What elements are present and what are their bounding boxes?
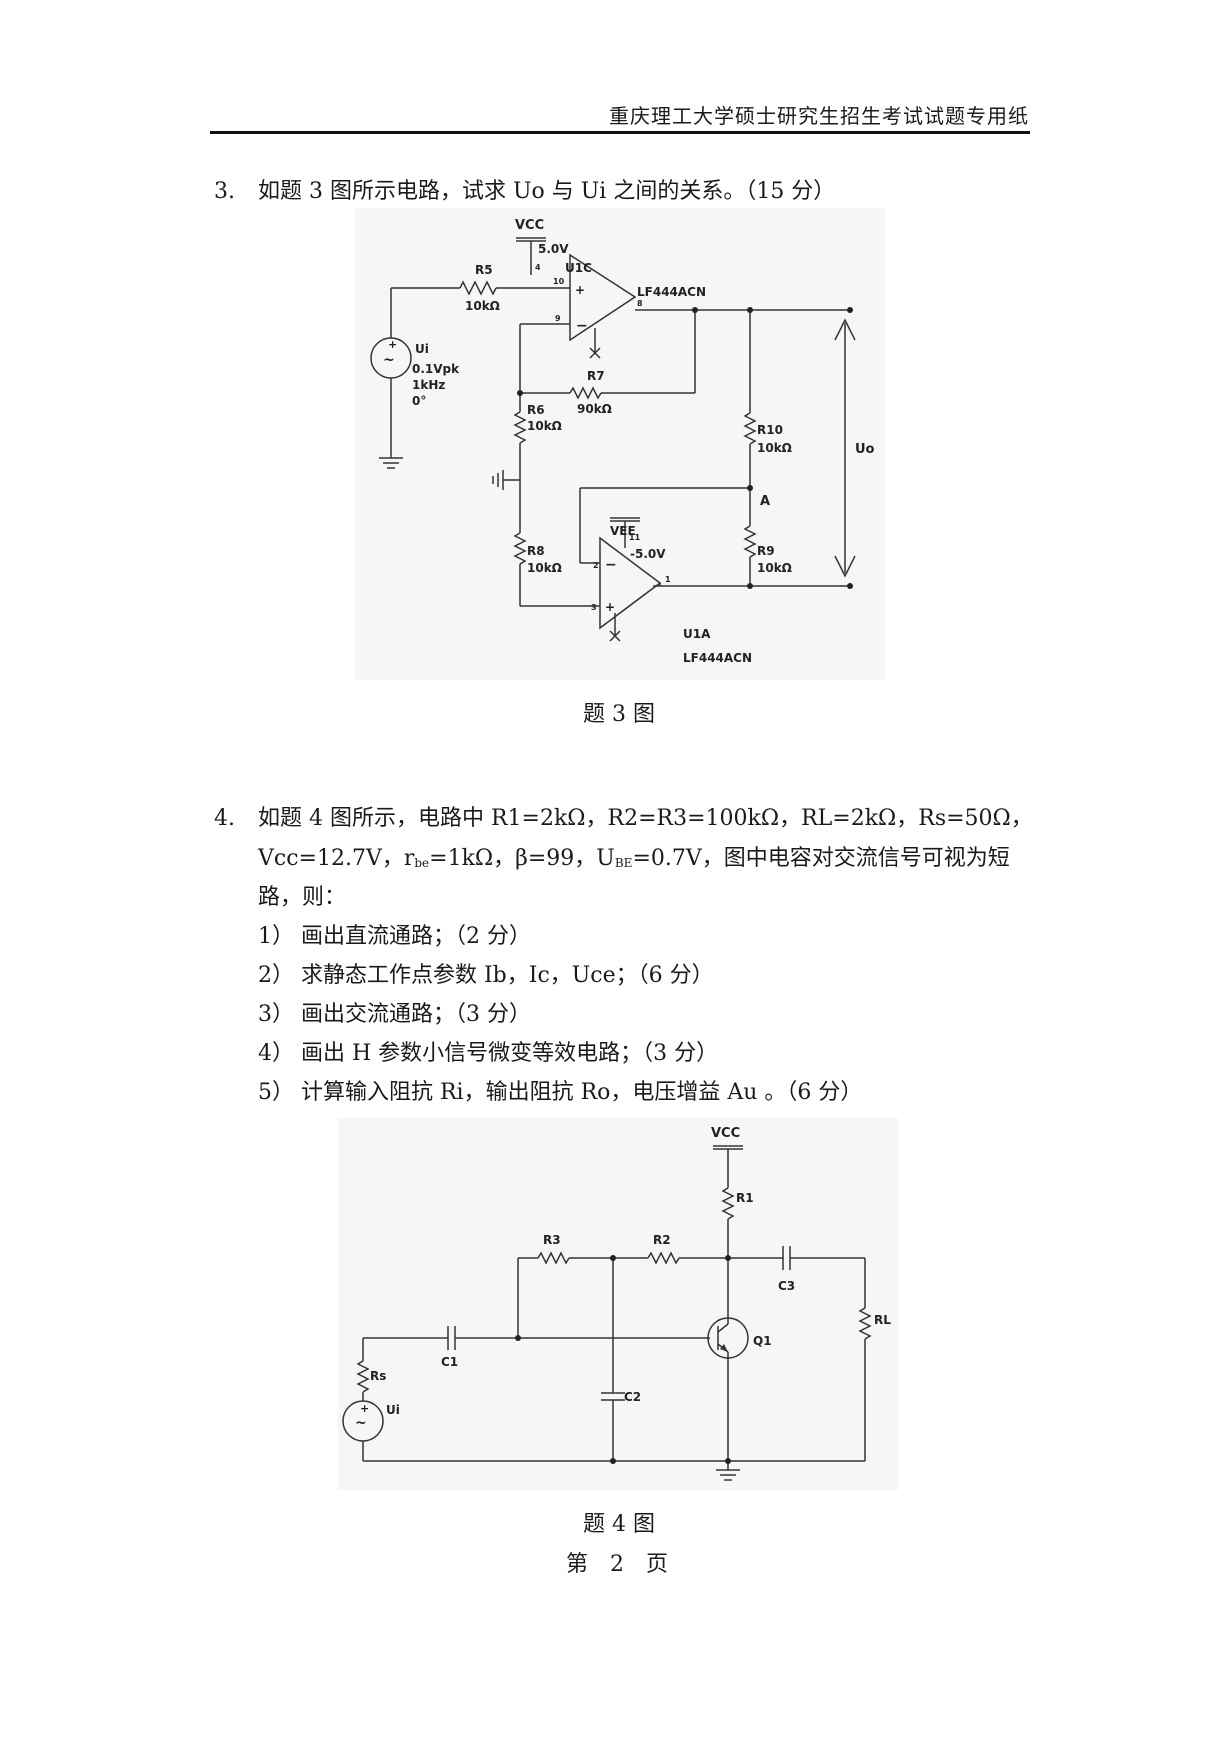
- q3-label-r6: R6: [527, 403, 545, 417]
- q3-label-uo: Uo: [855, 442, 875, 457]
- q3-label-u1a: U1A: [683, 627, 711, 641]
- q4-label-c2: C2: [624, 1390, 641, 1404]
- q3-u1a-minus-sign: −: [605, 557, 617, 573]
- q3-pin-4: 4: [535, 263, 541, 272]
- q3-label-vee: VEE: [610, 524, 636, 538]
- q3-pin-10: 10: [553, 277, 565, 286]
- q3-label-u1c: U1C: [565, 261, 592, 275]
- q3-label-r5: R5: [475, 263, 493, 277]
- q3-label-ui-amp: 0.1Vpk: [412, 362, 460, 376]
- q3-pin-1: 1: [665, 575, 671, 584]
- q3-label-node-a: A: [760, 494, 770, 509]
- q4-item-3: 3） 画出交流通路；（3 分）: [258, 1002, 531, 1027]
- q4-line-2-c: =0.7V，图中电容对交流信号可视为短: [632, 846, 1010, 871]
- q4-item-2: 2） 求静态工作点参数 Ib，Ic，Uce；（6 分）: [258, 963, 714, 988]
- q4-line-1: 如题 4 图所示，电路中 R1=2kΩ，R2=R3=100kΩ，RL=2kΩ，R…: [258, 806, 1033, 831]
- q3-label-r10-value: 10kΩ: [757, 441, 792, 455]
- q4-circuit-diagram: + ~ VCC R1 R3 R2 C3 RL C1 Q1 Rs Ui C2: [342, 1126, 891, 1481]
- q3-circuit-diagram: + ~ + − − + 10 9 8 4 11 2 3 1 VCC 5.0V U…: [370, 218, 875, 665]
- q3-label-r10: R10: [757, 423, 783, 437]
- q3-ui-plus: +: [388, 338, 397, 351]
- q3-label-vcc: VCC: [515, 218, 544, 233]
- q4-label-ui: Ui: [386, 1403, 400, 1417]
- q3-u1c-minus-sign: −: [576, 318, 588, 334]
- q3-label-vee-value: -5.0V: [630, 547, 666, 561]
- q4-item-5: 5） 计算输入阻抗 Ri，输出阻抗 Ro，电压增益 Au 。（6 分）: [258, 1080, 863, 1105]
- q3-pin-3: 3: [591, 603, 597, 612]
- q4-item-1: 1） 画出直流通路；（2 分）: [258, 924, 531, 949]
- q4-number: 4.: [214, 806, 235, 831]
- q3-label-ui-phase: 0°: [412, 394, 426, 408]
- q4-line-2-b: =1kΩ，β=99，U: [429, 846, 615, 871]
- q3-label-r9-value: 10kΩ: [757, 561, 792, 575]
- q4-label-c1: C1: [441, 1355, 458, 1369]
- q4-label-r3: R3: [543, 1233, 561, 1247]
- q3-label-vcc-value: 5.0V: [538, 242, 569, 256]
- page-number: 第 2 页: [566, 1552, 668, 1577]
- q4-caption: 题 4 图: [583, 1512, 655, 1537]
- q3-label-ui: Ui: [415, 342, 429, 356]
- q3-number: 3.: [214, 179, 235, 204]
- q4-label-r1: R1: [736, 1191, 754, 1205]
- q4-circuit-figure: + ~ VCC R1 R3 R2 C3 RL C1 Q1 Rs Ui C2: [338, 1118, 898, 1490]
- q4-ui-tilde: ~: [355, 1415, 367, 1431]
- q3-label-r5-value: 10kΩ: [465, 299, 500, 313]
- q4-line-2-sub-be: be: [414, 856, 430, 870]
- q3-u1a-plus-sign: +: [605, 600, 615, 614]
- q3-label-u1a-model: LF444ACN: [683, 651, 752, 665]
- q3-circuit-figure: + ~ + − − + 10 9 8 4 11 2 3 1 VCC 5.0V U…: [355, 208, 885, 680]
- q4-line-2: Vcc=12.7V，rbe=1kΩ，β=99，UBE=0.7V，图中电容对交流信…: [258, 844, 1010, 878]
- q4-item-4: 4） 画出 H 参数小信号微变等效电路；（3 分）: [258, 1041, 719, 1066]
- q3-pin-2: 2: [593, 561, 599, 570]
- q4-label-r2: R2: [653, 1233, 671, 1247]
- q3-label-r7-value: 90kΩ: [577, 402, 612, 416]
- q3-label-r8: R8: [527, 544, 545, 558]
- q3-ui-tilde: ~: [383, 352, 395, 368]
- q4-line-2-sub-BE: BE: [614, 856, 633, 870]
- q4-label-rs: Rs: [370, 1369, 386, 1383]
- q3-pin-11: 11: [629, 533, 641, 542]
- q4-ui-plus: +: [360, 1402, 369, 1415]
- header-rule: [210, 131, 1030, 134]
- q3-pin-9: 9: [555, 314, 561, 323]
- q3-label-r7: R7: [587, 369, 605, 383]
- q4-label-q1: Q1: [753, 1334, 772, 1348]
- header-title: 重庆理工大学硕士研究生招生考试试题专用纸: [609, 104, 1029, 128]
- q4-label-rl: RL: [874, 1313, 891, 1327]
- q4-label-vcc: VCC: [711, 1126, 740, 1141]
- q3-label-r6-value: 10kΩ: [527, 419, 562, 433]
- q3-u1c-plus-sign: +: [575, 283, 585, 297]
- q3-pin-8: 8: [637, 299, 643, 308]
- q3-text: 如题 3 图所示电路，试求 Uo 与 Ui 之间的关系。（15 分）: [258, 179, 836, 204]
- q3-caption: 题 3 图: [583, 702, 655, 727]
- q4-line-3: 路，则：: [258, 885, 347, 910]
- q3-label-u1c-model: LF444ACN: [637, 285, 706, 299]
- q4-label-c3: C3: [778, 1279, 795, 1293]
- q3-label-r8-value: 10kΩ: [527, 561, 562, 575]
- q3-label-r9: R9: [757, 544, 775, 558]
- q4-line-2-a: Vcc=12.7V，r: [258, 846, 415, 871]
- q3-label-ui-freq: 1kHz: [412, 378, 445, 392]
